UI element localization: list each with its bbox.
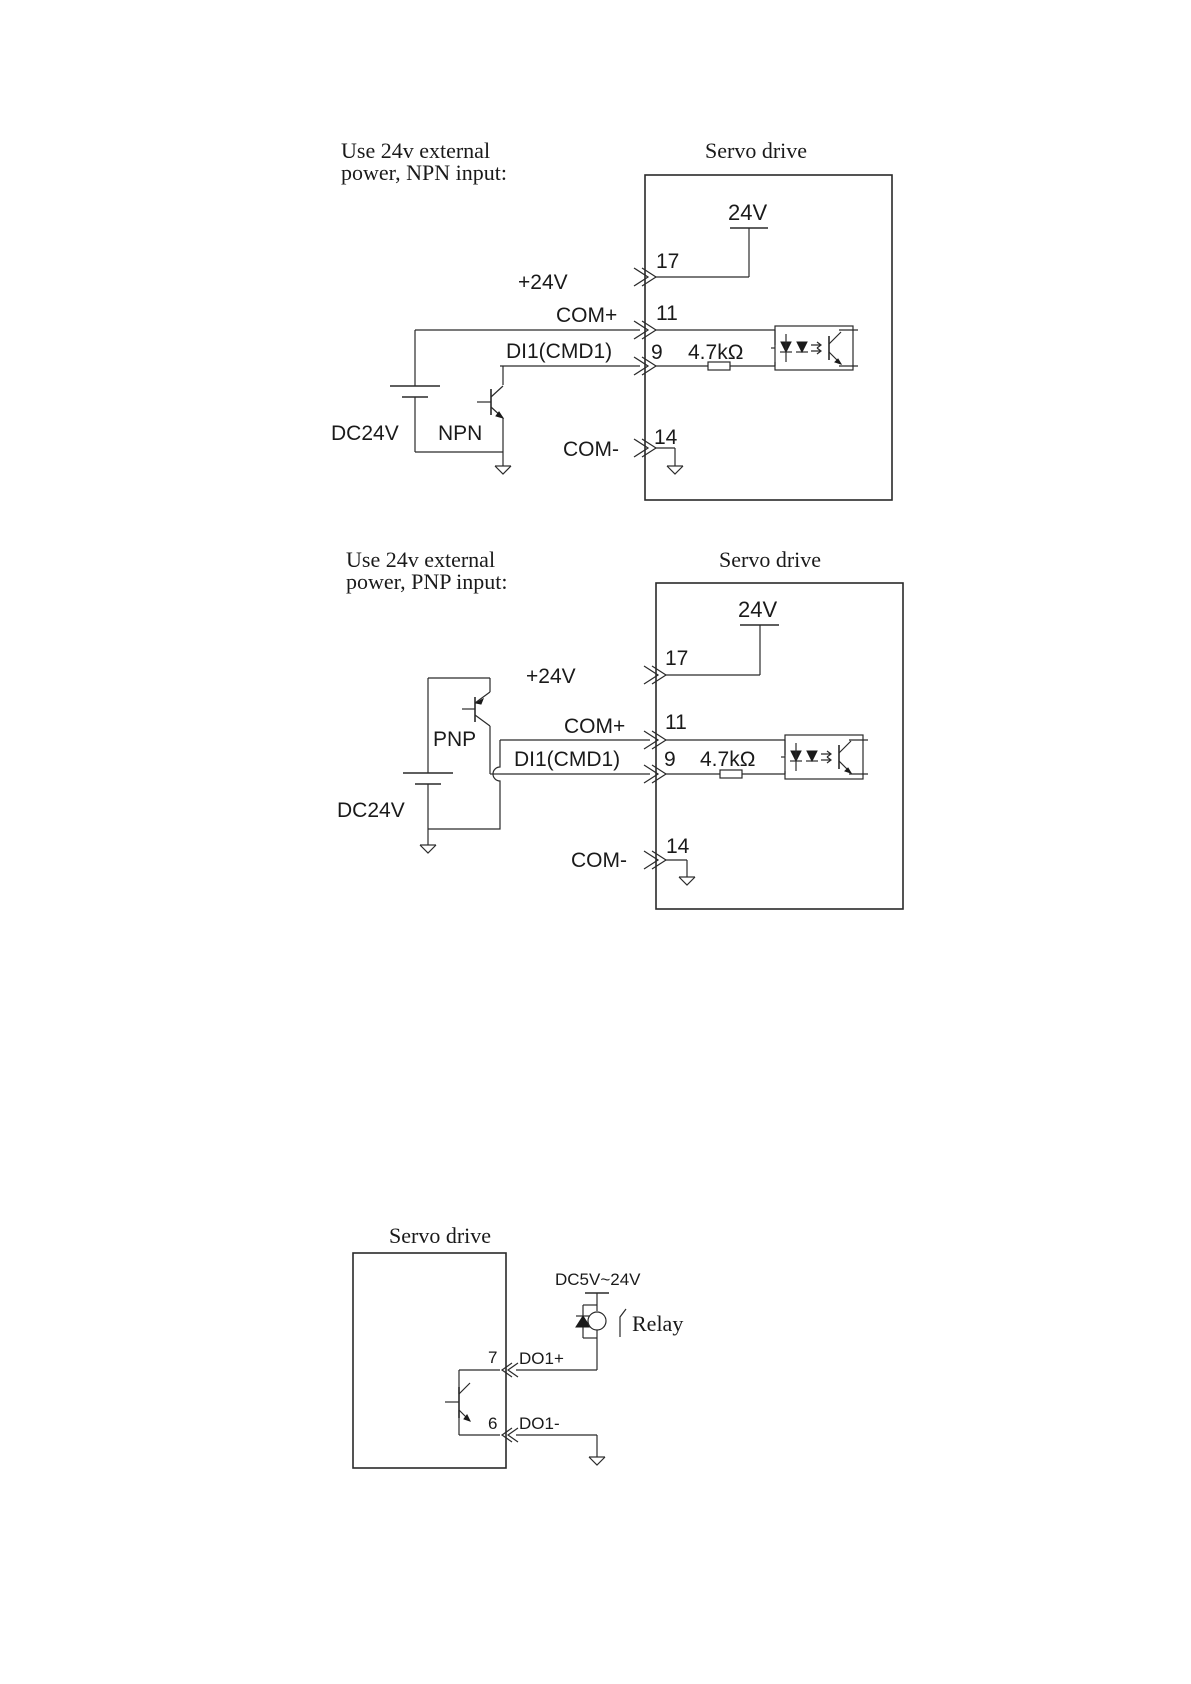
pnp-pin-14: 14 [666, 835, 690, 858]
pnp-resistor-label: 4.7kΩ [700, 748, 755, 771]
npn-servo-drive-label: Servo drive [705, 138, 807, 163]
npn-com-minus: COM- [563, 438, 619, 461]
npn-input-diagram: Use 24v external power, NPN input: Servo… [331, 138, 892, 500]
do-pin-6: 6 [488, 1414, 497, 1433]
pnp-resistor-icon [720, 770, 742, 778]
pnp-pin-17: 17 [665, 647, 688, 670]
do-relay-coil-icon [588, 1312, 606, 1330]
pnp-servo-drive-label: Servo drive [719, 547, 821, 572]
pnp-internal-24v: 24V [738, 597, 777, 622]
do-connector-6-icon [502, 1428, 518, 1442]
npn-servo-drive-box [645, 175, 892, 500]
npn-ext-plus-24v: +24V [518, 271, 568, 294]
do-pin-7: 7 [488, 1348, 497, 1367]
pnp-pin-9: 9 [664, 748, 676, 771]
do-output-transistor-icon [445, 1370, 470, 1435]
pnp-ground-icon [420, 845, 436, 853]
do-ground-icon [589, 1457, 605, 1465]
pnp-ext-plus-24v: +24V [526, 665, 576, 688]
npn-pin-11: 11 [656, 302, 678, 325]
npn-transistor-icon [477, 386, 503, 418]
pnp-servo-drive-box [656, 583, 903, 909]
pnp-transistor-icon [462, 692, 490, 726]
pnp-drive-ground-icon [679, 877, 695, 885]
npn-di-label: DI1(CMD1) [506, 340, 612, 363]
do-servo-drive-box [353, 1253, 506, 1468]
pnp-di-label: DI1(CMD1) [514, 748, 620, 771]
do-connector-7-icon [502, 1363, 518, 1377]
npn-pin-17: 17 [656, 250, 679, 273]
pnp-connector-14-icon [644, 851, 666, 869]
pnp-input-diagram: Use 24v external power, PNP input: Servo… [337, 547, 903, 909]
do-relay-label: Relay [632, 1311, 683, 1336]
npn-resistor-label: 4.7kΩ [688, 341, 743, 364]
npn-pin-9: 9 [651, 341, 663, 364]
pnp-title-line2: power, PNP input: [346, 569, 507, 594]
npn-optocoupler-icon [771, 326, 853, 370]
pnp-connector-17-icon [644, 666, 666, 684]
npn-pin-14: 14 [654, 426, 678, 449]
pnp-com-minus: COM- [571, 849, 627, 872]
npn-com-plus: COM+ [556, 304, 617, 327]
pnp-battery-label: DC24V [337, 799, 405, 822]
npn-transistor-label: NPN [438, 422, 482, 445]
do-output-diagram: Servo drive DC5V~24V Relay 7 DO1+ 6 DO1 [353, 1223, 683, 1468]
pnp-pin-11: 11 [665, 711, 687, 734]
pnp-com-plus: COM+ [564, 715, 625, 738]
do-servo-drive-label: Servo drive [389, 1223, 491, 1248]
do-relay-contact-icon [620, 1309, 626, 1337]
pnp-optocoupler-icon [781, 735, 863, 779]
npn-ground-icon [495, 466, 511, 474]
do-plus-label: DO1+ [519, 1349, 564, 1368]
npn-drive-ground-icon [667, 466, 683, 474]
do-minus-label: DO1- [519, 1414, 560, 1433]
npn-title-line2: power, NPN input: [341, 160, 507, 185]
npn-internal-24v: 24V [728, 200, 767, 225]
pnp-transistor-label: PNP [433, 728, 476, 751]
npn-battery-label: DC24V [331, 422, 399, 445]
do-supply-label: DC5V~24V [555, 1270, 641, 1289]
